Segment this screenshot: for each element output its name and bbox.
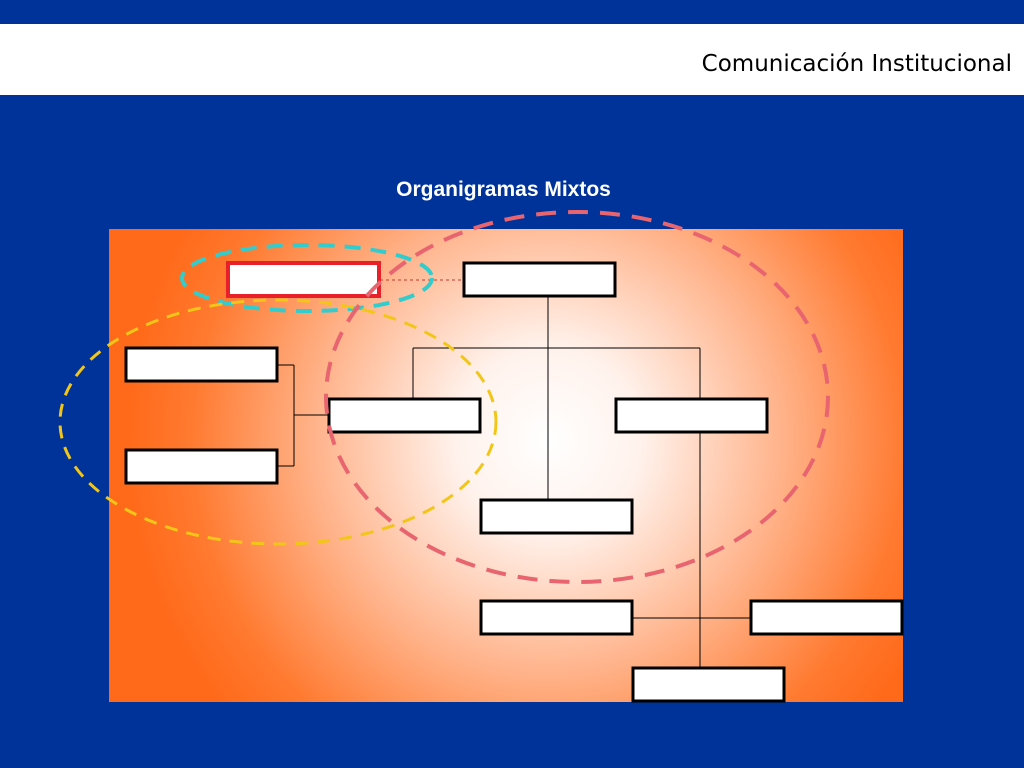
ellipse-pink-line-group [324, 210, 830, 584]
org-box-left-upper [124, 346, 279, 383]
connector-lines [278, 297, 751, 668]
org-box-top [462, 261, 617, 298]
header-band: Comunicación Institucional [0, 24, 1024, 95]
ellipse-cyan-staff-group [180, 243, 434, 313]
org-box-mid-right [614, 397, 769, 434]
ellipse-yellow-functional-group [58, 298, 498, 546]
org-box-left-lower [124, 448, 279, 485]
org-box-staff-highlighted [226, 261, 381, 298]
org-box-bottom-center [631, 666, 786, 703]
org-box-center-lower [479, 498, 634, 535]
header-title: Comunicación Institucional [701, 51, 1012, 77]
org-box-mid-left [327, 397, 482, 434]
org-box-bottom-right [749, 599, 904, 636]
org-box-bottom-left [479, 599, 634, 636]
slide-title: Organigramas Mixtos [396, 178, 611, 201]
